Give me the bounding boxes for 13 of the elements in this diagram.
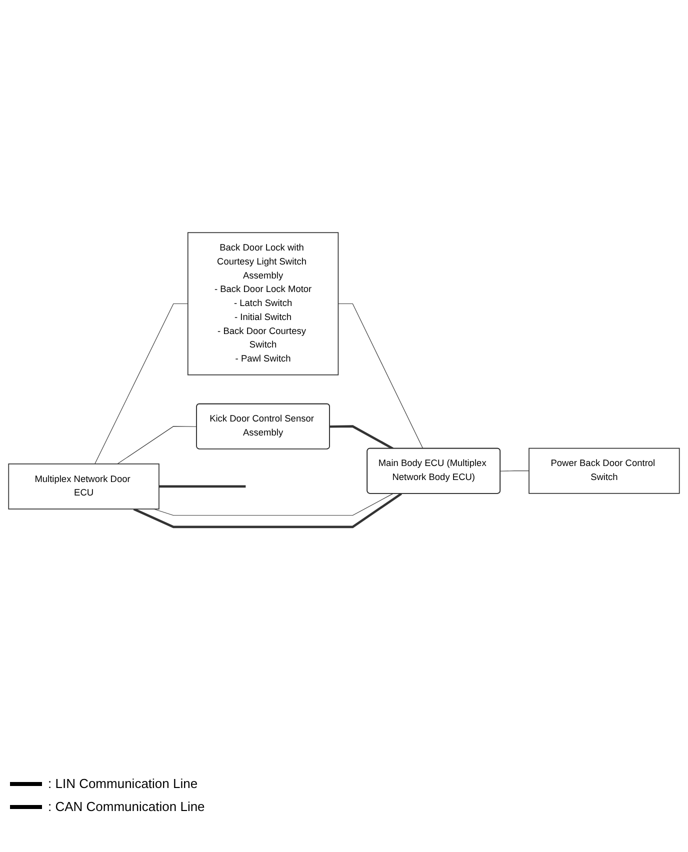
connector [158,486,246,488]
legend-text: : LIN Communication Line [48,776,198,791]
node-box: Back Door Lock with Courtesy Light Switch Assembly - Back Door Lock Motor - Latch Switch - Initial Switch - Back Door Courtesy Switch - Pawl Switch [187,232,339,376]
connector [153,494,394,516]
connector [117,426,198,464]
legend-text: : CAN Communication Line [48,799,205,814]
connector [338,304,424,450]
node-box: Power Back Door Control Switch [528,448,680,494]
connector [330,425,394,450]
connector [500,470,530,472]
node-box: Multiplex Network Door ECU [8,464,160,510]
connector [94,304,188,464]
connector [133,492,402,528]
